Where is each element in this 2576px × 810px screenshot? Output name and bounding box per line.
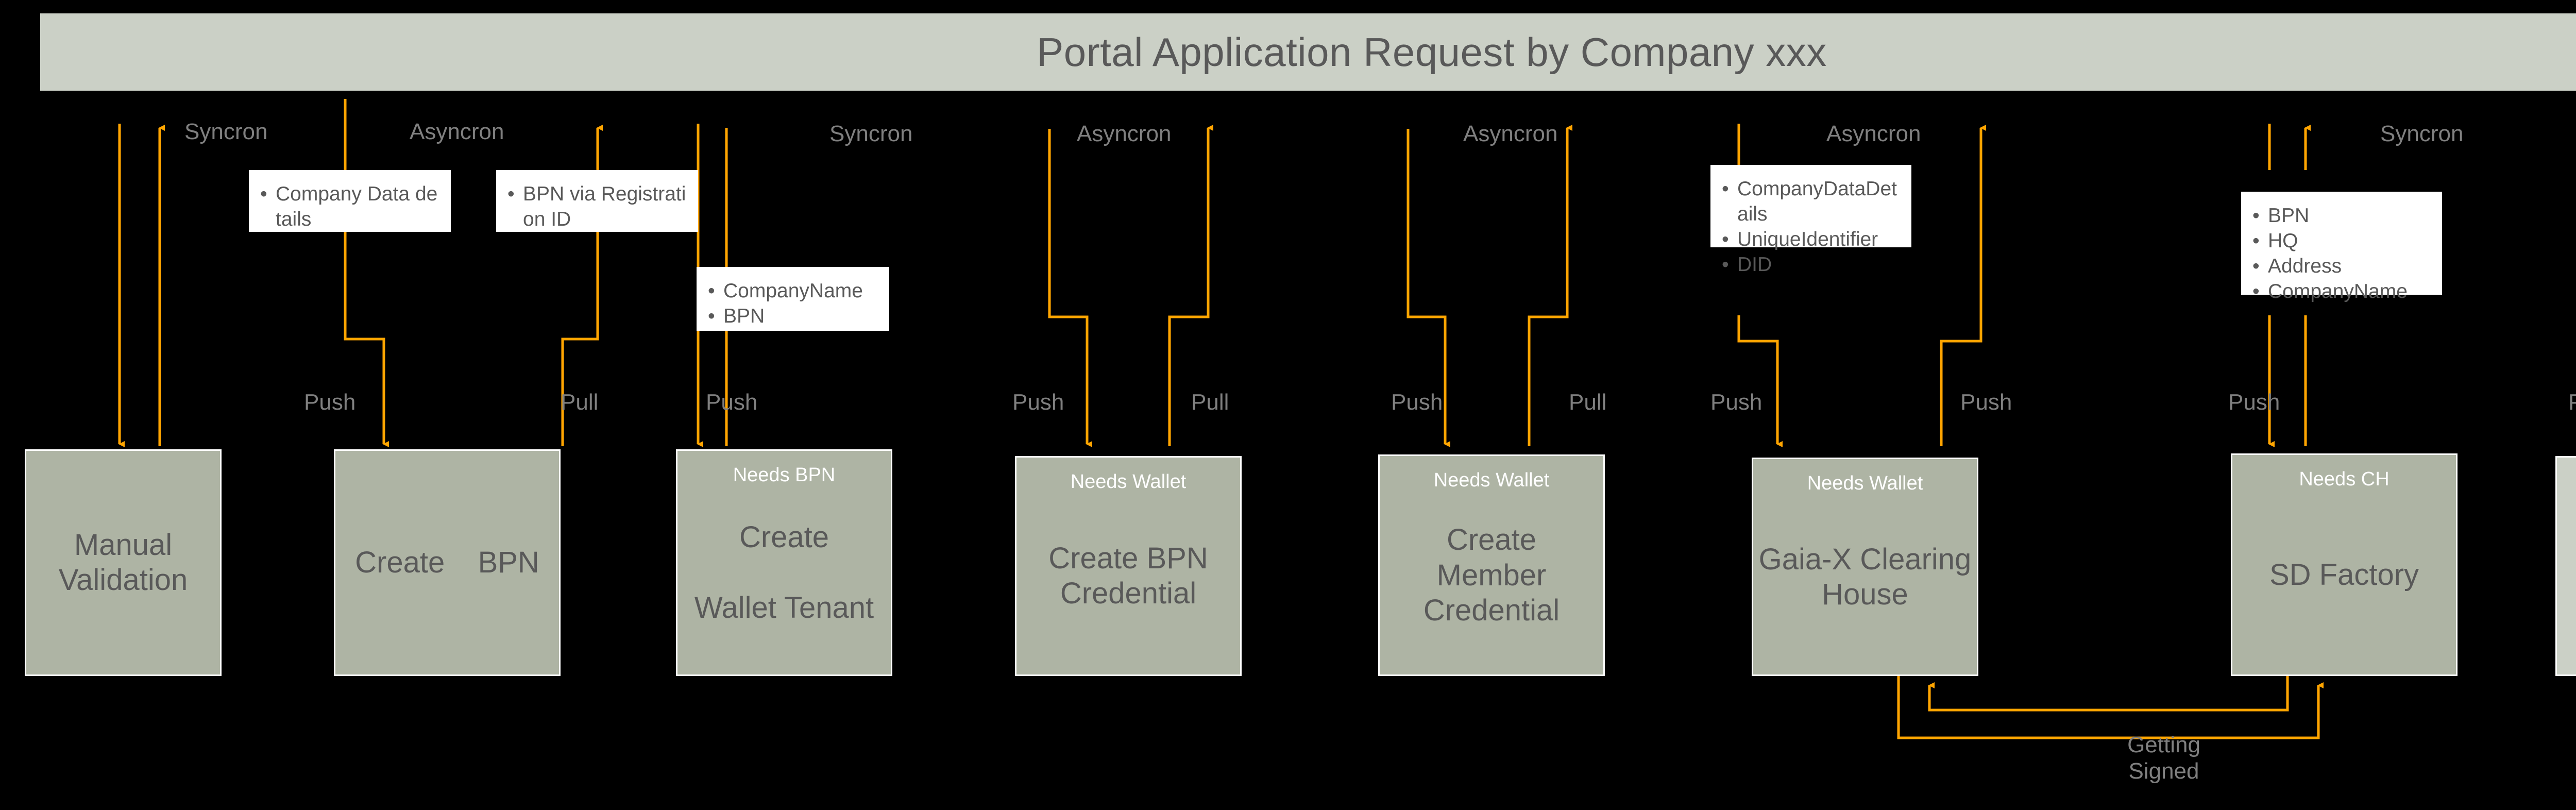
flow-box-header: Needs CH — [2299, 468, 2389, 490]
label-sync-3: Syncron — [829, 121, 913, 146]
label-sync-2: Asyncron — [410, 119, 504, 144]
label-getting-signed: Getting Signed — [2127, 732, 2200, 784]
note-item: Address — [2252, 254, 2434, 279]
label-transfer-5: Pull — [1191, 390, 1229, 415]
label-sync-6: Asyncron — [1826, 121, 1921, 146]
flow-box-label: SD Factory — [2269, 558, 2419, 592]
label-transfer-6: Push — [1391, 390, 1443, 415]
note-item: BPN via Registration ID — [507, 181, 690, 232]
label-transfer-11: Push — [2568, 390, 2576, 415]
note-item: Company Data details — [260, 181, 443, 232]
note-item: CompanyName — [708, 278, 881, 303]
flow-box-label: Create Wallet Tenant — [694, 520, 874, 625]
note-item: BPN — [2252, 203, 2434, 228]
label-transfer-10: Push — [2228, 390, 2280, 415]
flow-box-manual-validation[interactable]: Manual Validation — [25, 449, 222, 676]
flow-box-label: Create Member Credential — [1423, 523, 1560, 628]
note-sdfactory-payload: BPN HQ Address CompanyName — [2241, 192, 2442, 305]
flow-box-label: Create BPN Credential — [1048, 542, 1208, 611]
title-banner: Portal Application Request by Company xx… — [40, 13, 2576, 91]
flow-box-header: Needs Wallet — [1433, 469, 1550, 491]
flow-box-sd-factory[interactable]: Needs CH SD Factory — [2231, 453, 2458, 676]
note-item: DID — [1722, 252, 1903, 277]
label-transfer-1: Push — [304, 390, 356, 415]
flow-box-label: Manual Validation — [58, 528, 188, 597]
note-item: CompanyName — [2252, 279, 2434, 304]
flow-box-label: Gaia-X Clearing House — [1758, 542, 1972, 611]
flow-box-label: Company Access to Portal Activation — [2557, 458, 2576, 674]
note-companyname-bpn: CompanyName BPN — [697, 267, 889, 331]
note-company-data: Company Data details — [249, 170, 451, 232]
label-transfer-8: Push — [1710, 390, 1762, 415]
flow-box-create-bpn-credential[interactable]: Needs Wallet Create BPN Credential — [1015, 456, 1242, 676]
label-sync-1: Syncron — [184, 119, 268, 144]
note-gaiax-payload: CompanyDataDetails UniqueIdentifier DID — [1710, 165, 1911, 278]
flow-box-gaia-x-clearing-house[interactable]: Needs Wallet Gaia-X Clearing House — [1752, 458, 1978, 676]
flow-box-label-group: Create BPN — [335, 451, 559, 674]
flow-box-create-wallet-tenant[interactable]: Needs BPN Create Wallet Tenant — [676, 449, 892, 676]
flow-box-header: Needs BPN — [733, 464, 836, 486]
note-item: CompanyDataDetails — [1722, 176, 1903, 227]
note-item: UniqueIdentifier — [1722, 227, 1903, 252]
label-transfer-4: Push — [1012, 390, 1064, 415]
label-sync-5: Asyncron — [1463, 121, 1558, 146]
flow-box-header: Needs Wallet — [1807, 472, 1923, 494]
arrow-getting-signed-forward — [1897, 676, 2324, 739]
arrow-pull-member-credential — [1528, 125, 1572, 446]
arrow-getting-signed-return — [1928, 676, 2289, 712]
note-item: BPN — [708, 303, 881, 329]
flow-box-header: Needs Wallet — [1070, 471, 1187, 493]
flow-box-label-create: Create — [355, 545, 445, 579]
label-transfer-9: Push — [1960, 390, 2012, 415]
flow-box-create-member-credential[interactable]: Needs Wallet Create Member Credential — [1378, 454, 1605, 676]
flow-box-create-bpn[interactable]: Create BPN — [334, 449, 561, 676]
label-transfer-2: Pull — [561, 390, 599, 415]
note-bpn-registration-id: BPN via Registration ID — [496, 170, 698, 232]
label-transfer-3: Push — [706, 390, 758, 415]
flow-box-label-bpn: BPN — [478, 545, 539, 579]
arrow-push-gaiax-in — [1737, 315, 1783, 447]
note-item: HQ — [2252, 228, 2434, 254]
label-sync-4: Asyncron — [1077, 121, 1172, 146]
label-transfer-7: Pull — [1569, 390, 1607, 415]
page-title: Portal Application Request by Company xx… — [1037, 29, 1827, 75]
flow-box-company-access[interactable]: Company Access to Portal Activation — [2555, 456, 2576, 676]
label-sync-7: Syncron — [2380, 121, 2464, 146]
